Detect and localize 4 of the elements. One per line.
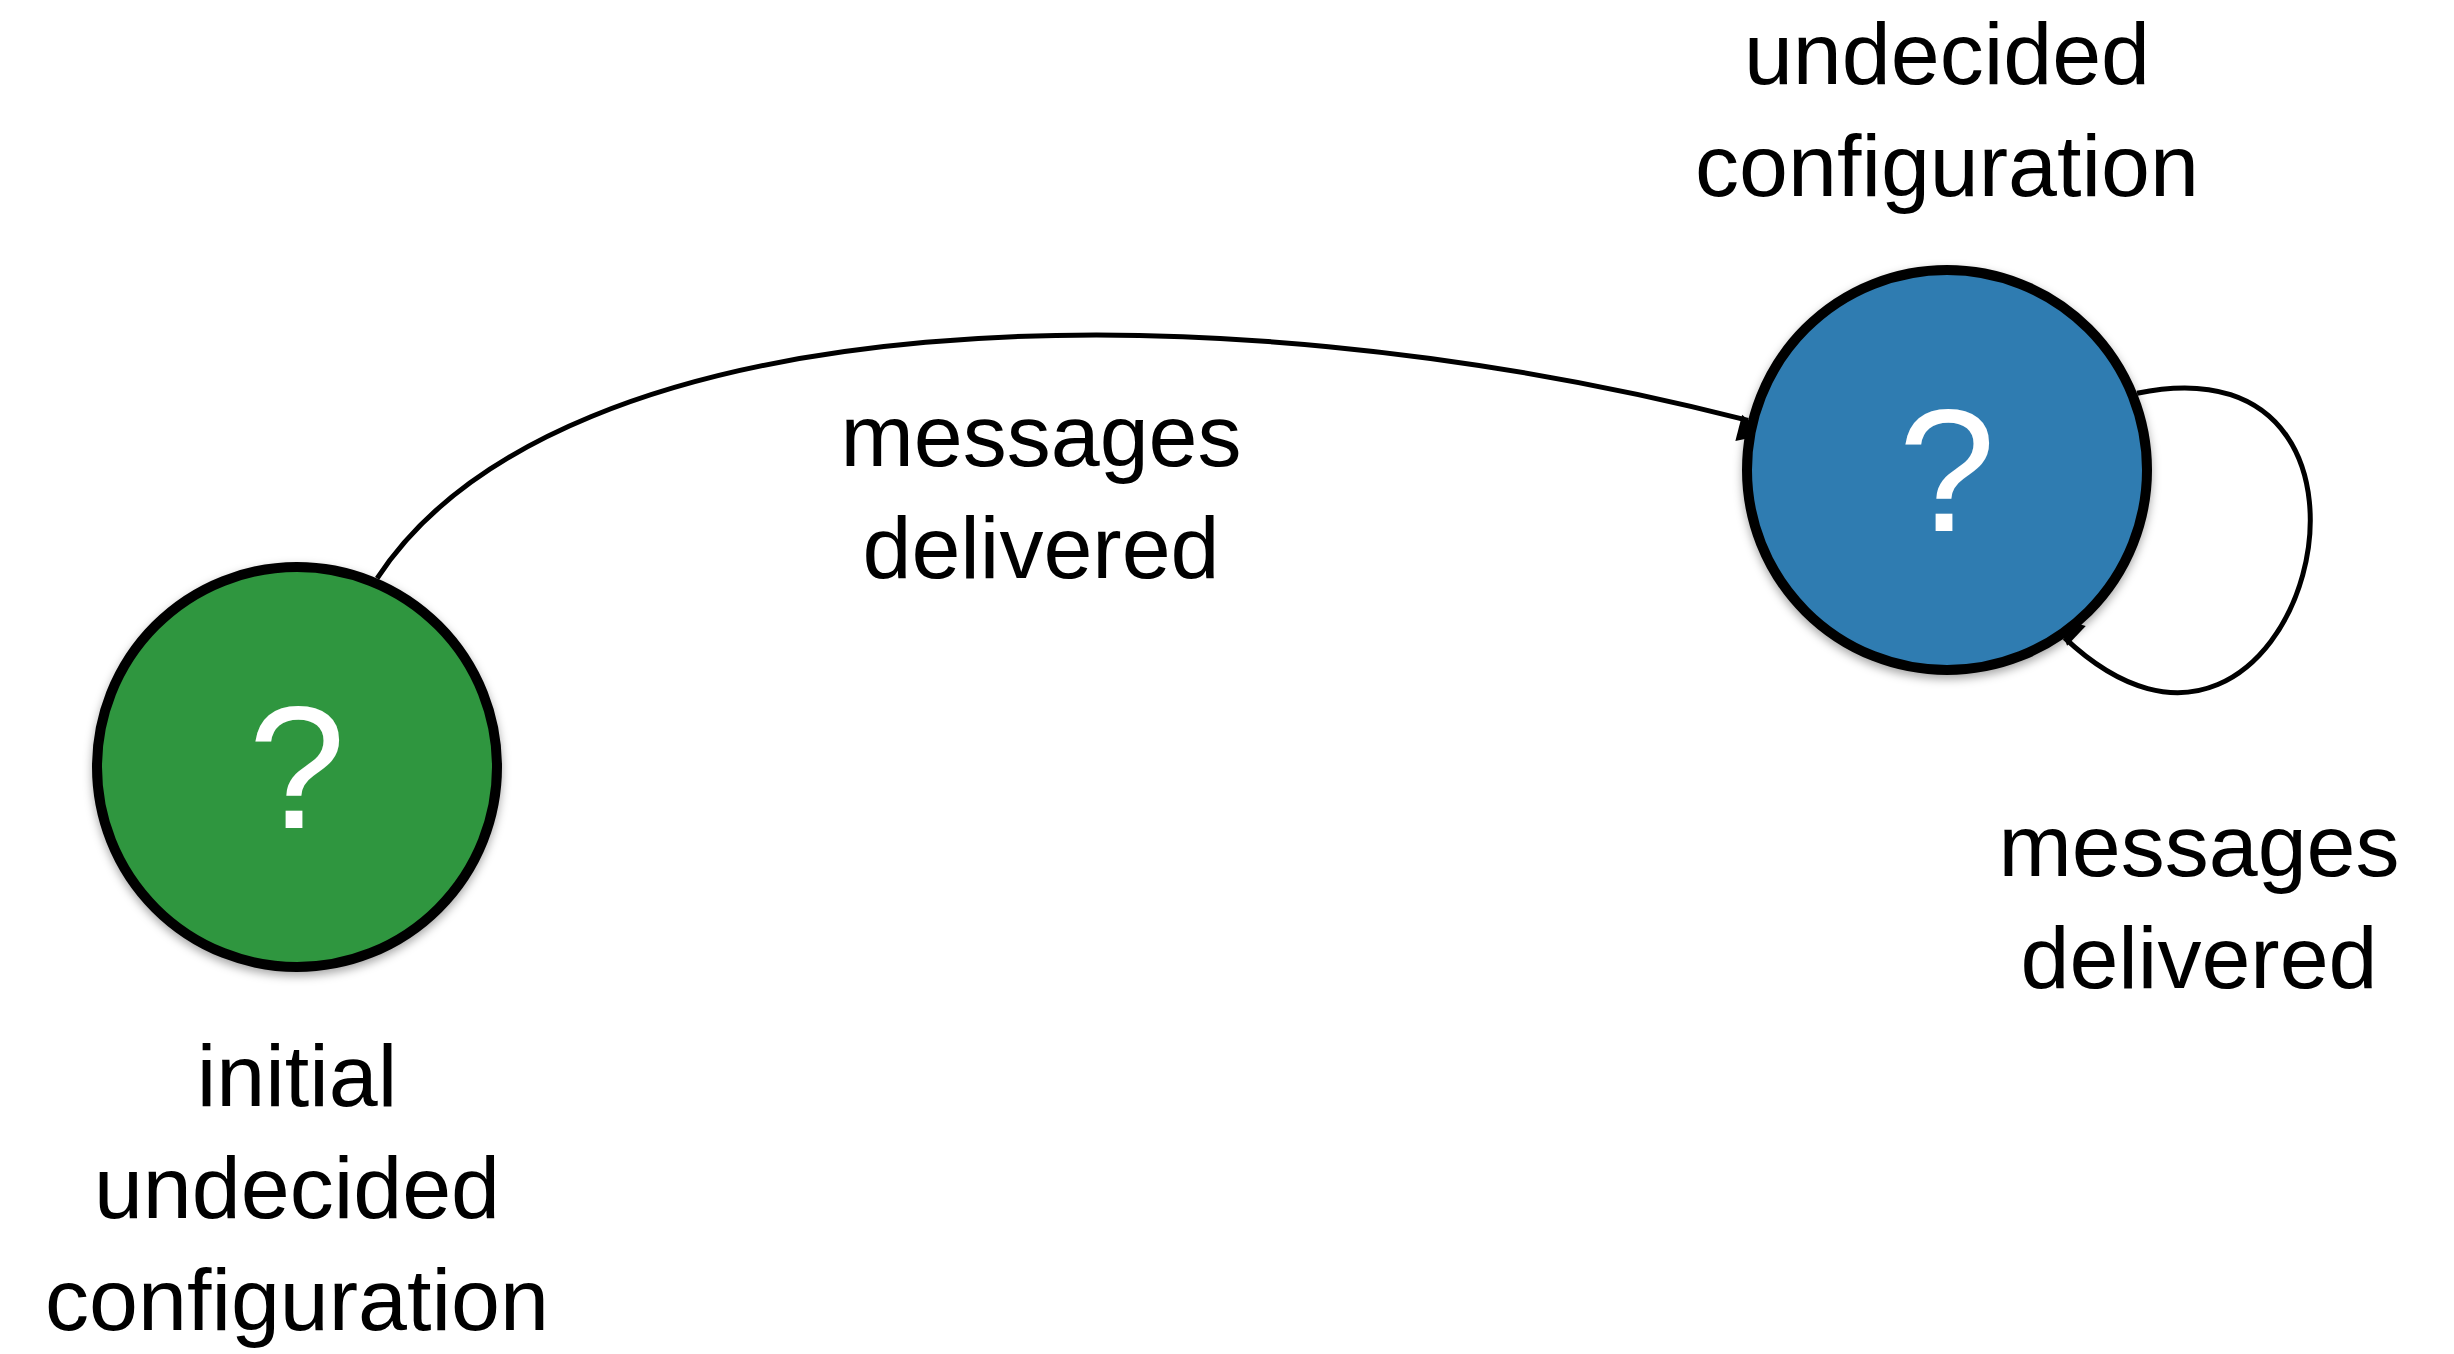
state-symbol: ? bbox=[1898, 382, 1996, 558]
state-symbol: ? bbox=[248, 679, 346, 855]
state-caption: undecided configuration bbox=[1694, 3, 2200, 217]
state-caption: initial undecided configuration bbox=[44, 1025, 550, 1351]
